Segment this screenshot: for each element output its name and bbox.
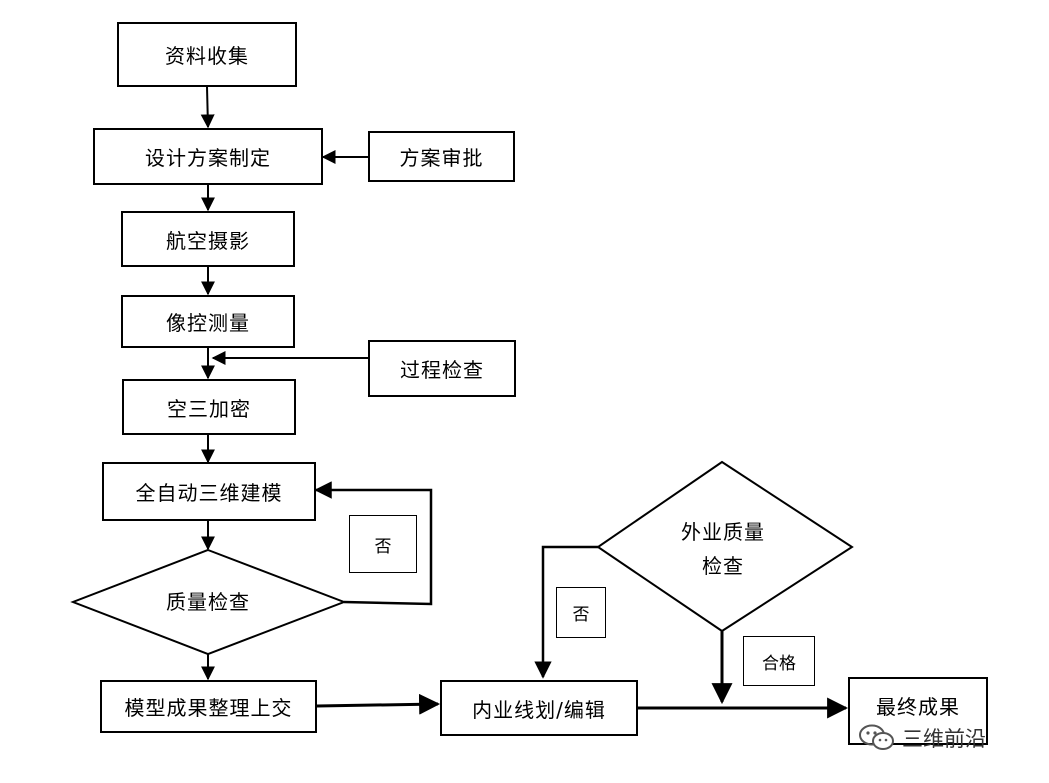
field-quality-check-line1: 外业质量 [681, 520, 765, 544]
node-design-plan: 设计方案制定 [93, 128, 323, 185]
arrow-collection-to-design [200, 86, 215, 129]
watermark-text: 三维前沿 [902, 727, 986, 751]
field-quality-check-line2: 检查 [702, 554, 744, 578]
field-check-no-line [534, 545, 598, 679]
node-model-delivery: 模型成果整理上交 [100, 680, 317, 733]
node-auto-modeling: 全自动三维建模 [102, 462, 316, 521]
field-quality-check-label: 外业质量 检查 [648, 515, 798, 583]
node-aerial-photography: 航空摄影 [121, 211, 295, 267]
wechat-icon [859, 724, 894, 750]
node-office-editing: 内业线划/编辑 [440, 680, 638, 736]
node-plan-approval: 方案审批 [368, 131, 515, 182]
quality-check-label: 质量检查 [166, 590, 250, 614]
field-quality-check-diamond [596, 460, 854, 633]
feedback-loop-line [314, 481, 433, 606]
node-process-check: 过程检查 [368, 340, 516, 397]
tag-pass: 合格 [743, 636, 815, 686]
tag-no-right: 否 [556, 587, 606, 638]
tag-no-left: 否 [349, 515, 417, 573]
node-final-result: 最终成果 [848, 677, 988, 745]
node-data-collection: 资料收集 [117, 22, 297, 87]
arrow-delivery-to-editing [316, 693, 441, 715]
watermark: 三维前沿 [858, 720, 986, 756]
node-aerial-triangulation: 空三加密 [122, 379, 296, 435]
node-image-control-survey: 像控测量 [121, 295, 295, 348]
quality-check-diamond [70, 548, 347, 656]
